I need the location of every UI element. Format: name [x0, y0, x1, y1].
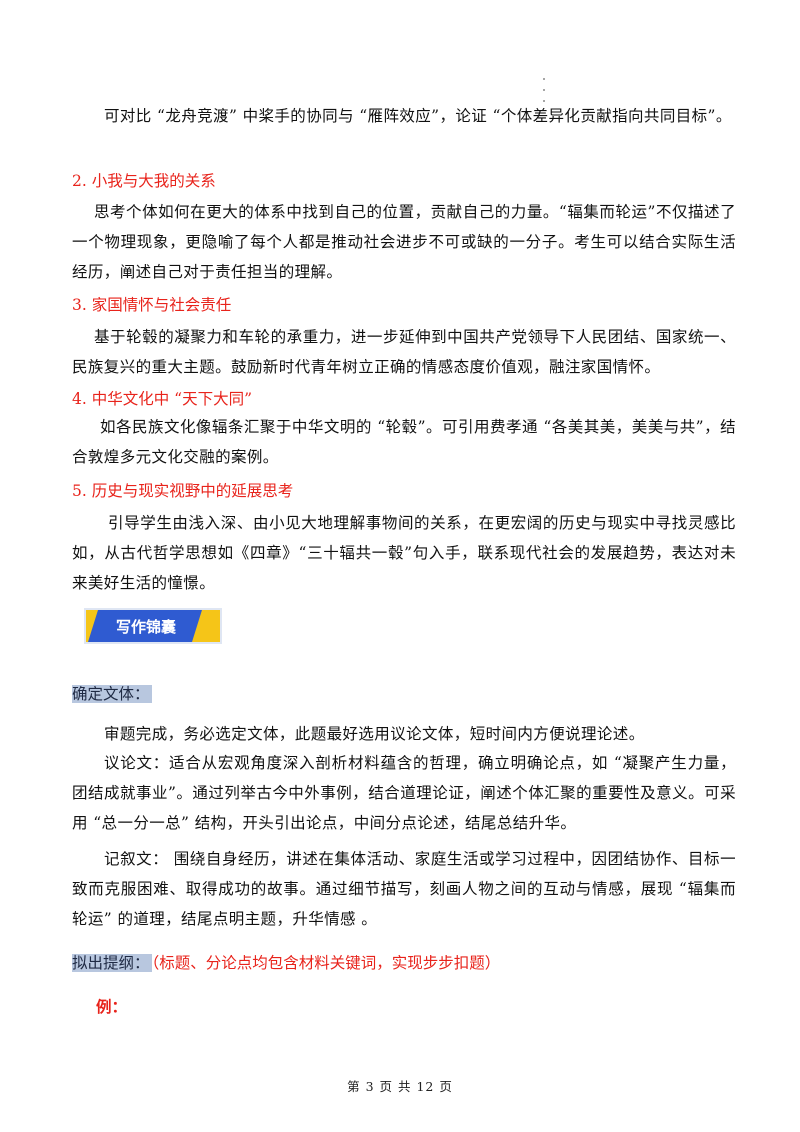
decorative-dots — [543, 78, 547, 108]
example-label: 例： — [96, 997, 128, 1016]
heading-history-reality: 5. 历史与现实视野中的延展思考 — [72, 482, 294, 500]
genre-label: 确定文体： — [72, 685, 152, 703]
paragraph-argumentative: 议论文：适合从宏观角度深入剖析材料蕴含的哲理，确立明确论点，如 “凝聚产生力量，… — [72, 754, 736, 832]
paragraph-national-sentiment: 基于轮毂的凝聚力和车轮的承重力，进一步延伸到中国共产党领导下人民团结、国家统一、… — [72, 328, 736, 376]
outline-label: 拟出提纲： — [72, 954, 152, 972]
writing-tips-banner: 写作锦囊 — [84, 608, 222, 644]
heading-small-self-big-self: 2. 小我与大我的关系 — [72, 172, 216, 190]
outline-note: （标题、分论点均包含材料关键词，实现步步扣题） — [151, 954, 501, 972]
paragraph-small-self: 思考个体如何在更大的体系中找到自己的位置，贡献自己的力量。“辐集而轮运”不仅描述… — [72, 203, 736, 281]
paragraph-dragon-boat: 可对比 “龙舟竞渡” 中桨手的协同与 “雁阵效应”，论证 “个体差异化贡献指向共… — [104, 107, 732, 125]
paragraph-history-reality: 引导学生由浅入深、由小见大地理解事物间的关系，在更宏阔的历史与现实中寻找灵感比如… — [72, 514, 736, 592]
paragraph-genre-choice: 审题完成，务必选定文体，此题最好选用议论文体，短时间内方便说理论述。 — [104, 725, 645, 743]
paragraph-narrative: 记叙文： 围绕自身经历，讲述在集体活动、家庭生活或学习过程中，因团结协作、目标一… — [72, 850, 736, 928]
banner-title: 写作锦囊 — [116, 618, 177, 636]
paragraph-chinese-culture: 如各民族文化像辐条汇聚于中华文明的 “轮毂”。可引用费孝通 “各美其美，美美与共… — [72, 418, 736, 466]
page-footer: 第 3 页 共 12 页 — [347, 1079, 453, 1094]
genre-label-row: 确定文体： — [72, 682, 152, 706]
outline-label-row: 拟出提纲：（标题、分论点均包含材料关键词，实现步步扣题） — [72, 951, 500, 975]
heading-chinese-culture: 4. 中华文化中 “天下大同” — [72, 390, 252, 408]
heading-national-sentiment: 3. 家国情怀与社会责任 — [72, 296, 232, 314]
